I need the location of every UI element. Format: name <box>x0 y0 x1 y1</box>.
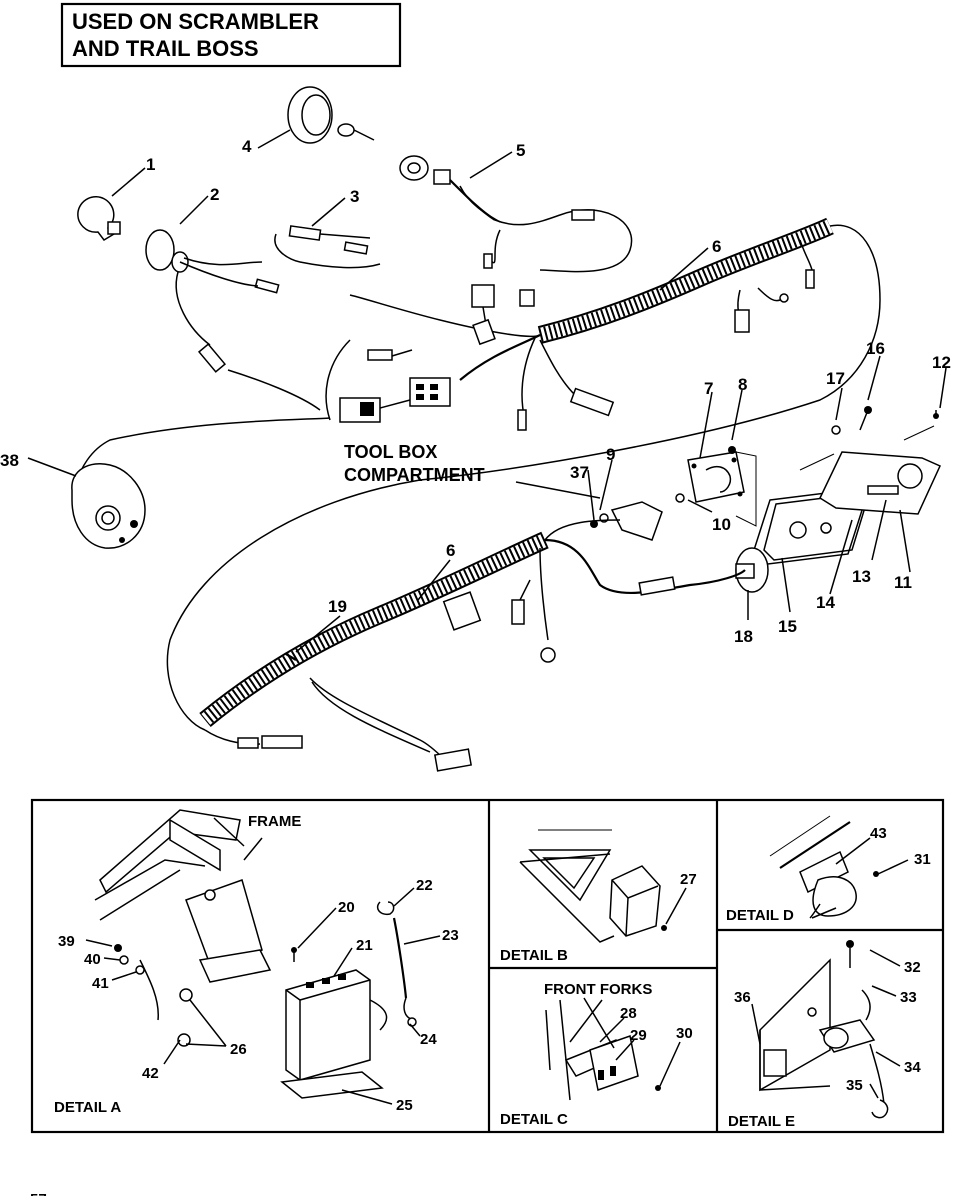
callout-7: 7 <box>704 379 713 398</box>
callout-35: 35 <box>846 1077 863 1094</box>
callout-18: 18 <box>734 627 753 646</box>
callout-34: 34 <box>904 1059 921 1076</box>
callout-2: 2 <box>210 185 219 204</box>
bulb-part <box>77 196 121 241</box>
callout-25: 25 <box>396 1097 413 1114</box>
detail-d: 43 31 DETAIL D <box>726 815 931 924</box>
detail-a-caption: DETAIL A <box>54 1099 121 1116</box>
callout-20: 20 <box>338 899 355 916</box>
detail-a: FRAME 20 21 22 23 24 25 26 39 40 41 42 D… <box>54 809 459 1116</box>
conduit-lower <box>199 519 746 772</box>
callout-1: 1 <box>146 155 155 174</box>
callout-leaders <box>27 129 947 653</box>
callout-29: 29 <box>630 1027 647 1044</box>
detail-e: 32 33 34 35 36 DETAIL E <box>728 940 921 1130</box>
tool-box-label-line-2: COMPARTMENT <box>344 465 485 485</box>
terminal-part <box>274 225 381 269</box>
detail-d-caption: DETAIL D <box>726 907 794 924</box>
callout-3: 3 <box>350 187 359 206</box>
callout-9: 9 <box>606 445 615 464</box>
callout-30: 30 <box>676 1025 693 1042</box>
callout-5: 5 <box>516 141 525 160</box>
main-harness-drawing: 1 2 3 4 5 6 7 8 9 10 11 12 13 14 15 16 1… <box>0 86 951 772</box>
callout-6-upper: 6 <box>712 237 721 256</box>
detail-b-caption: DETAIL B <box>500 947 568 964</box>
page-number: 57 <box>30 1191 47 1196</box>
callout-28: 28 <box>620 1005 637 1022</box>
callout-40: 40 <box>84 951 101 968</box>
callout-8: 8 <box>738 375 747 394</box>
callout-14: 14 <box>816 593 835 612</box>
callout-42: 42 <box>142 1065 159 1082</box>
callout-12: 12 <box>932 353 951 372</box>
detail-e-caption: DETAIL E <box>728 1113 795 1130</box>
callout-37: 37 <box>570 463 589 482</box>
detail-c-caption: DETAIL C <box>500 1111 568 1128</box>
title-line-1: USED ON SCRAMBLER <box>72 9 319 34</box>
callout-23: 23 <box>442 927 459 944</box>
callout-41: 41 <box>92 975 109 992</box>
detail-panels <box>30 798 945 1134</box>
taillight-assembly <box>590 406 941 593</box>
conduit-upper <box>166 217 881 731</box>
callout-38: 38 <box>0 451 19 470</box>
callout-11: 11 <box>894 573 912 592</box>
callout-16: 16 <box>866 339 885 358</box>
frame-label: FRAME <box>248 813 301 830</box>
callout-24: 24 <box>420 1031 437 1048</box>
bezel-ring-part <box>287 86 375 144</box>
callout-10: 10 <box>712 515 731 534</box>
switch-housing-part <box>71 463 146 549</box>
title-line-2: AND TRAIL BOSS <box>72 36 259 61</box>
callout-43: 43 <box>870 825 887 842</box>
callout-17: 17 <box>826 369 845 388</box>
title-box: USED ON SCRAMBLER AND TRAIL BOSS <box>60 2 402 68</box>
callout-26: 26 <box>230 1041 247 1058</box>
callout-15: 15 <box>778 617 797 636</box>
front-forks-label: FRONT FORKS <box>544 981 652 998</box>
callout-32: 32 <box>904 959 921 976</box>
key-switch-part <box>399 155 633 273</box>
detail-c: FRONT FORKS 28 29 30 DETAIL C <box>500 981 693 1128</box>
callout-33: 33 <box>900 989 917 1006</box>
detail-b: 27 DETAIL B <box>500 829 697 964</box>
callout-13: 13 <box>852 567 871 586</box>
callout-6-lower: 6 <box>446 541 455 560</box>
connector-bundle <box>77 284 615 481</box>
callout-19: 19 <box>328 597 347 616</box>
callout-4: 4 <box>242 137 252 156</box>
callout-22: 22 <box>416 877 433 894</box>
tool-box-label-line-1: TOOL BOX <box>344 442 437 462</box>
callout-39: 39 <box>58 933 75 950</box>
callout-36: 36 <box>734 989 751 1006</box>
callout-21: 21 <box>356 937 373 954</box>
socket-part <box>145 229 321 411</box>
main-callouts: 1 2 3 4 5 6 7 8 9 10 11 12 13 14 15 16 1… <box>0 137 951 646</box>
callout-31: 31 <box>914 851 931 868</box>
callout-27: 27 <box>680 871 697 888</box>
